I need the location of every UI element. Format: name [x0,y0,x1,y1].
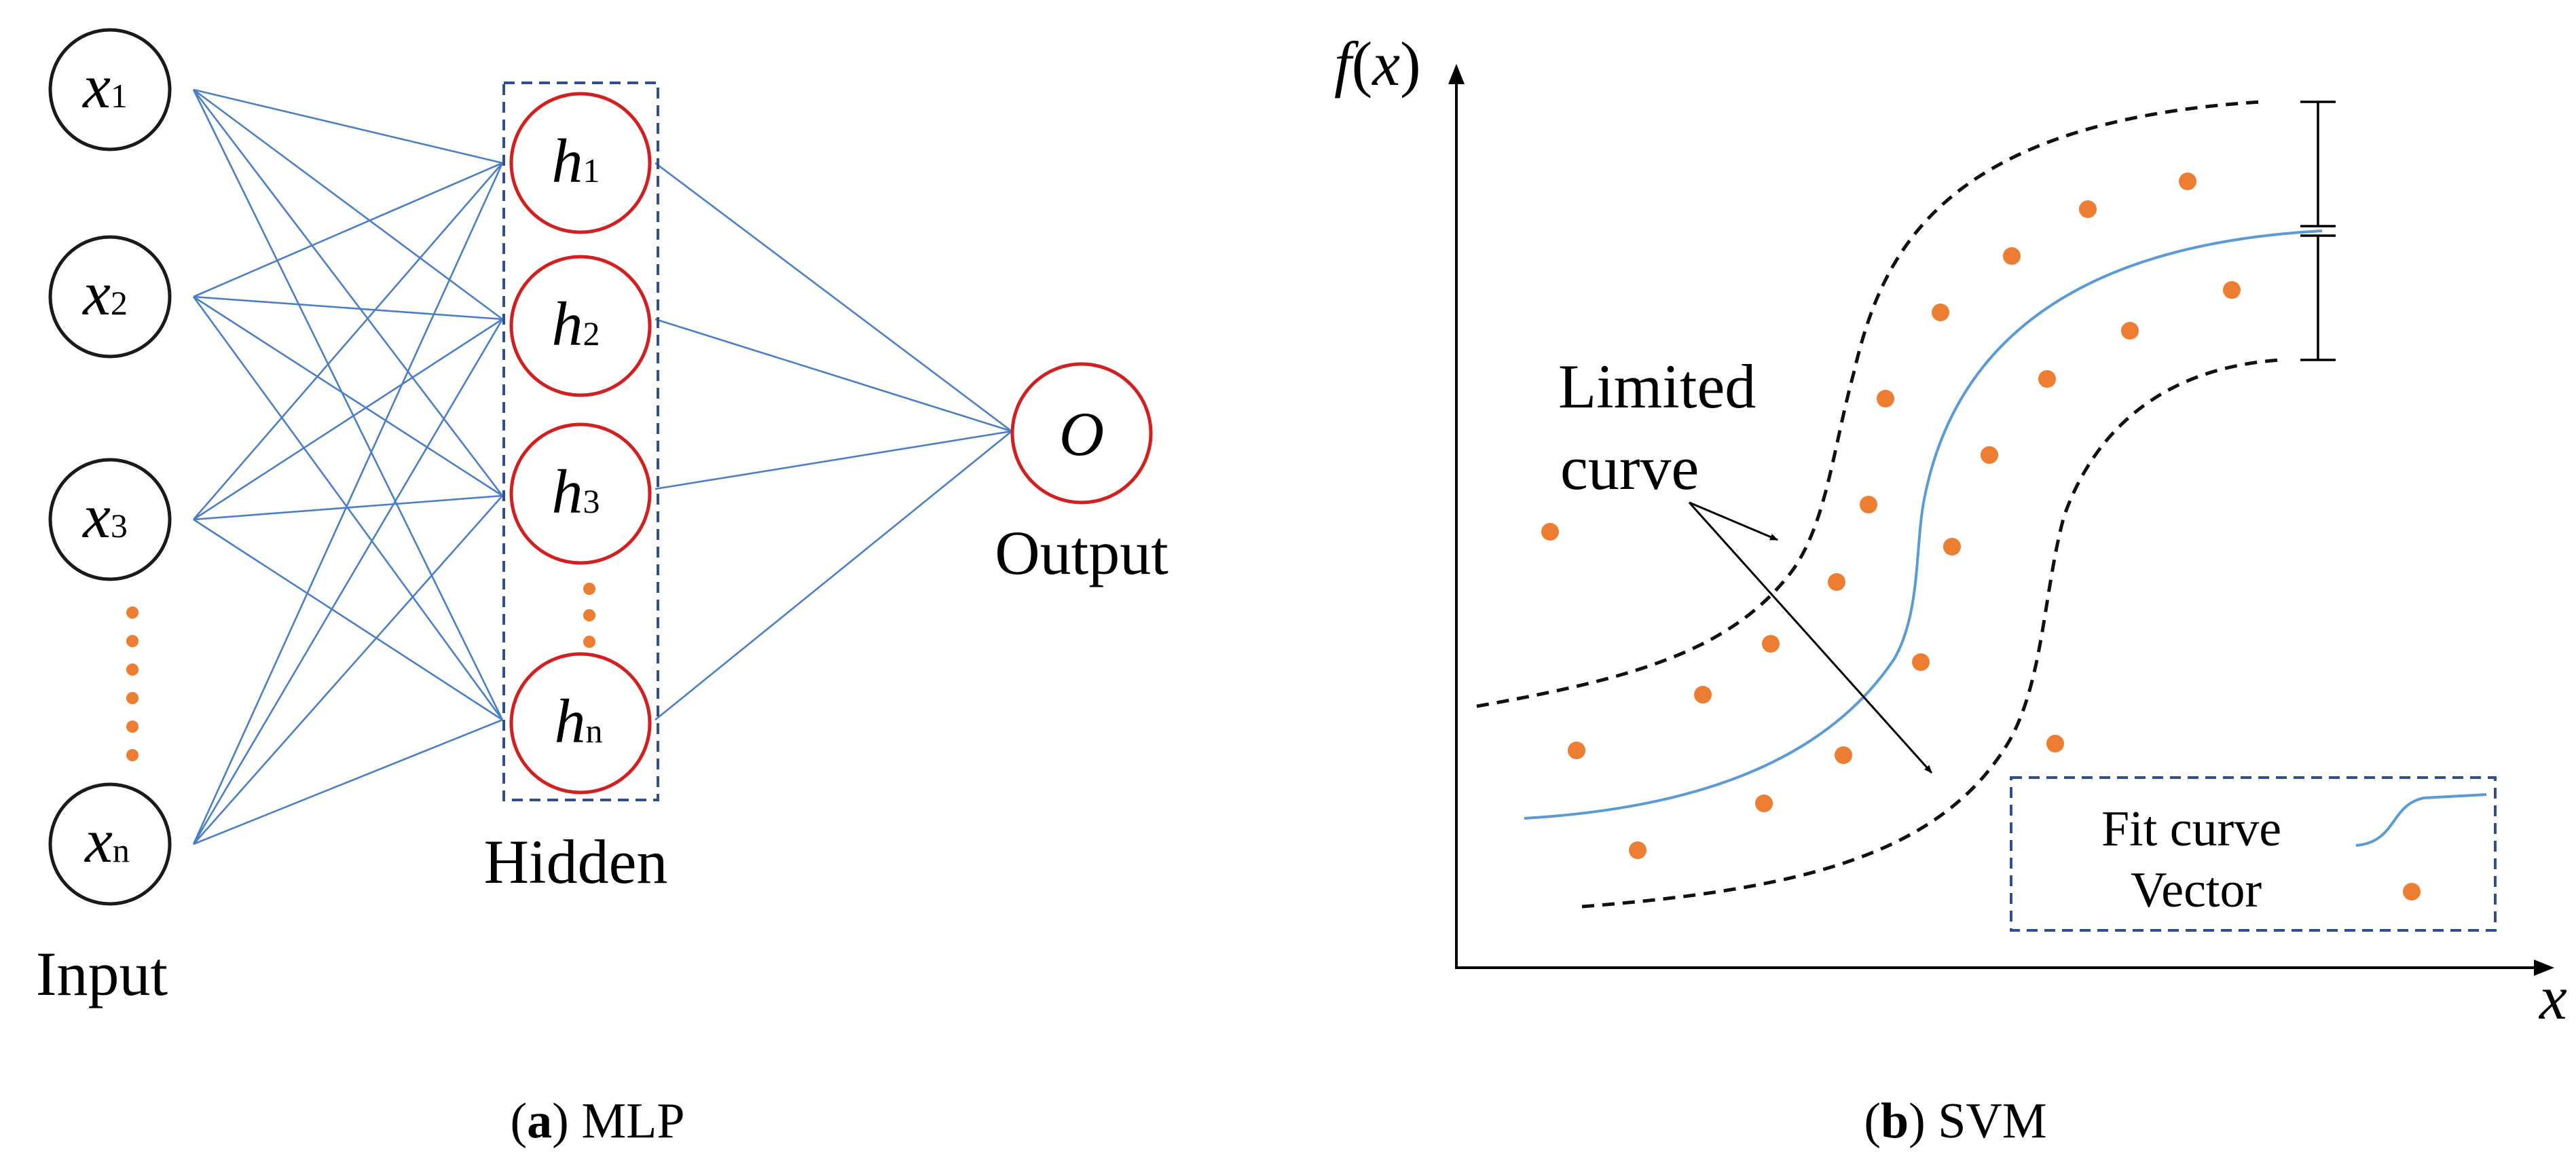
hidden-node-3: h3 [509,422,652,565]
svm-diagram: f(x) x [1334,29,2567,1149]
svg-text:x3: x3 [81,481,128,551]
legend-vector-swatch [2403,883,2421,900]
annotation-curve: curve [1560,433,1699,503]
legend: Fit curve Vector [2010,776,2497,932]
legend-fit-curve-swatch [2355,793,2487,847]
margin-bracket-lower [2300,234,2336,361]
svg-text:h3: h3 [552,457,600,526]
hidden-node-2: h2 [509,255,652,397]
hidden-node-1: h1 [509,92,652,234]
x-axis-label: x [2538,963,2567,1032]
input-node-1: x1 [48,28,172,151]
svg-text:x2: x2 [81,259,128,328]
caption-mlp: (a) MLP [511,1093,685,1149]
hidden-node-n: hn [509,652,652,795]
lower-limited-curve [1581,358,2282,909]
annotation-limited: Limited [1558,352,1756,421]
output-symbol: O [1059,399,1104,469]
support-vector-dots [1541,172,2241,859]
output-node: O [1010,362,1153,505]
annotation-arrows [1688,501,1933,774]
legend-vector-label: Vector [2131,862,2262,918]
input-node-3: x3 [48,458,172,581]
mlp-diagram: x1 x2 x3 xn h1 h [36,28,1169,1149]
hidden-layer-label: Hidden [484,827,668,896]
output-layer-label: Output [995,518,1169,587]
input-hidden-connections [192,88,504,845]
hidden-layer-box [502,81,659,801]
svg-text:xn: xn [84,806,130,875]
legend-fit-curve-label: Fit curve [2101,801,2281,857]
input-node-2: x2 [48,235,172,359]
svg-text:h2: h2 [552,289,600,359]
input-layer-label: Input [36,939,168,1008]
hidden-ellipsis-dots [583,583,595,648]
x-axis [1455,960,2554,976]
input-ellipsis-dots [126,606,139,761]
upper-limited-curve [1476,100,2262,708]
svg-text:x1: x1 [81,52,128,121]
input-node-n: xn [48,782,172,906]
svg-text:h1: h1 [552,126,600,196]
svg-text:hn: hn [555,687,603,756]
y-axis [1448,64,1465,968]
y-axis-label: f(x) [1334,29,1421,98]
hidden-output-connections [655,162,1012,721]
margin-bracket-upper [2300,101,2336,227]
caption-svm: (b) SVM [1864,1093,2046,1149]
fit-curve [1524,230,2323,820]
